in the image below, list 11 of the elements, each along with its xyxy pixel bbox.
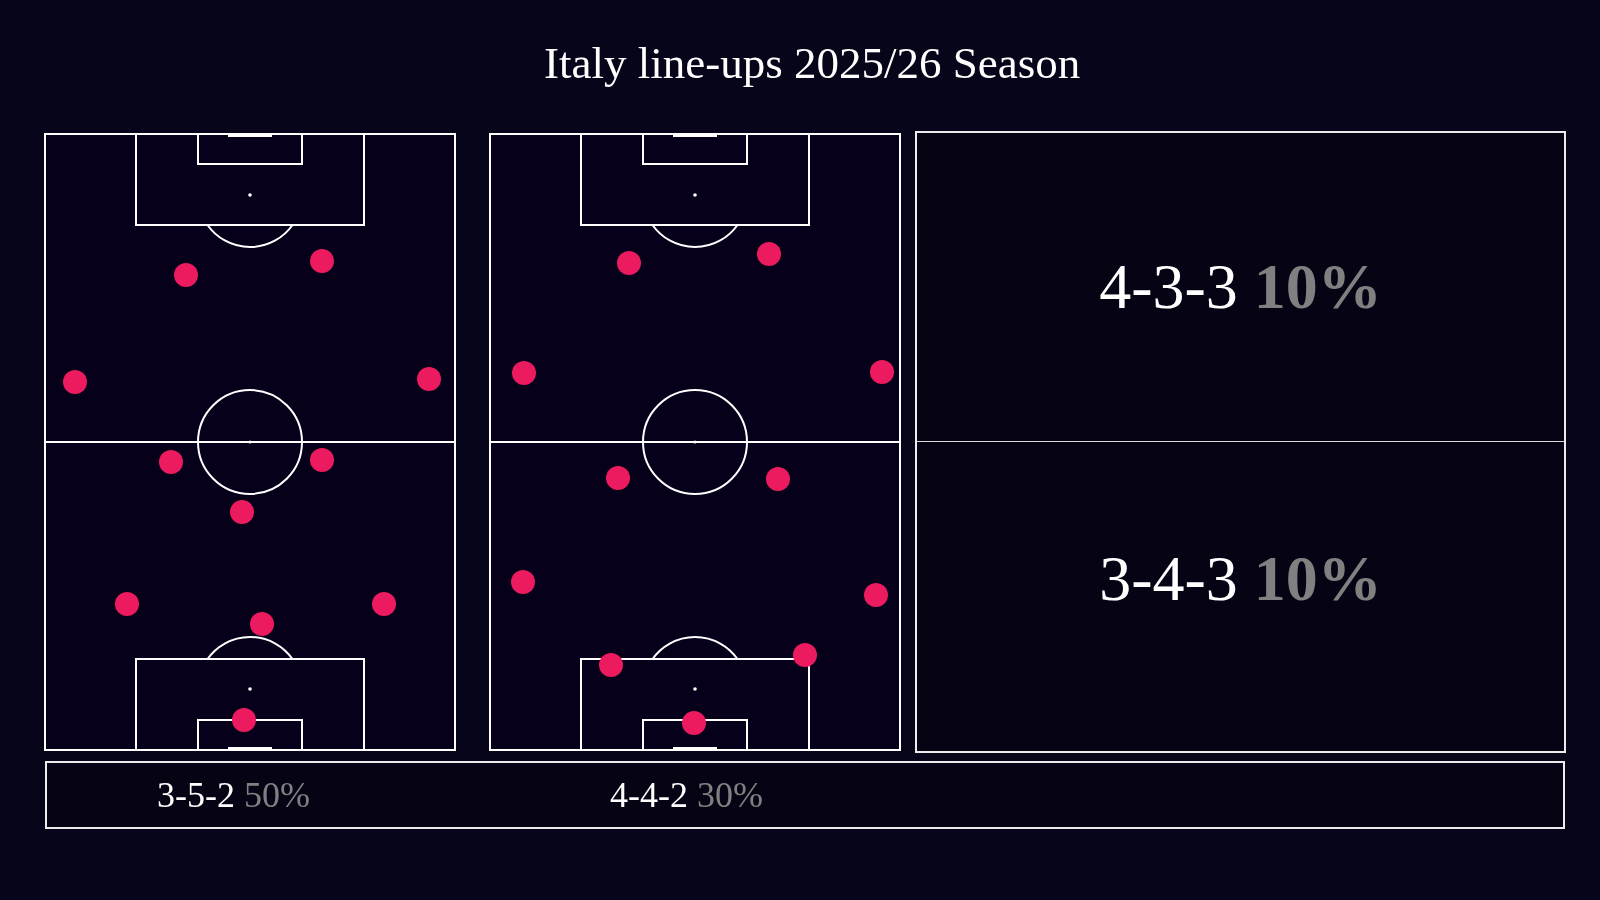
formation-label: 3-4-3 xyxy=(1099,546,1238,611)
percentage-label: 10% xyxy=(1253,255,1382,319)
formation-label: 4-4-2 xyxy=(610,777,688,813)
percentage-label: 50% xyxy=(244,777,310,813)
percentage-label: 10% xyxy=(1253,546,1382,611)
formation-label: 3-5-2 xyxy=(157,777,235,813)
formation-panel xyxy=(915,131,1566,753)
percentage-label: 30% xyxy=(697,777,763,813)
chart-title: Italy line-ups 2025/26 Season xyxy=(544,41,1081,86)
formation-label: 4-3-3 xyxy=(1099,255,1238,319)
summary-band xyxy=(45,761,1565,829)
